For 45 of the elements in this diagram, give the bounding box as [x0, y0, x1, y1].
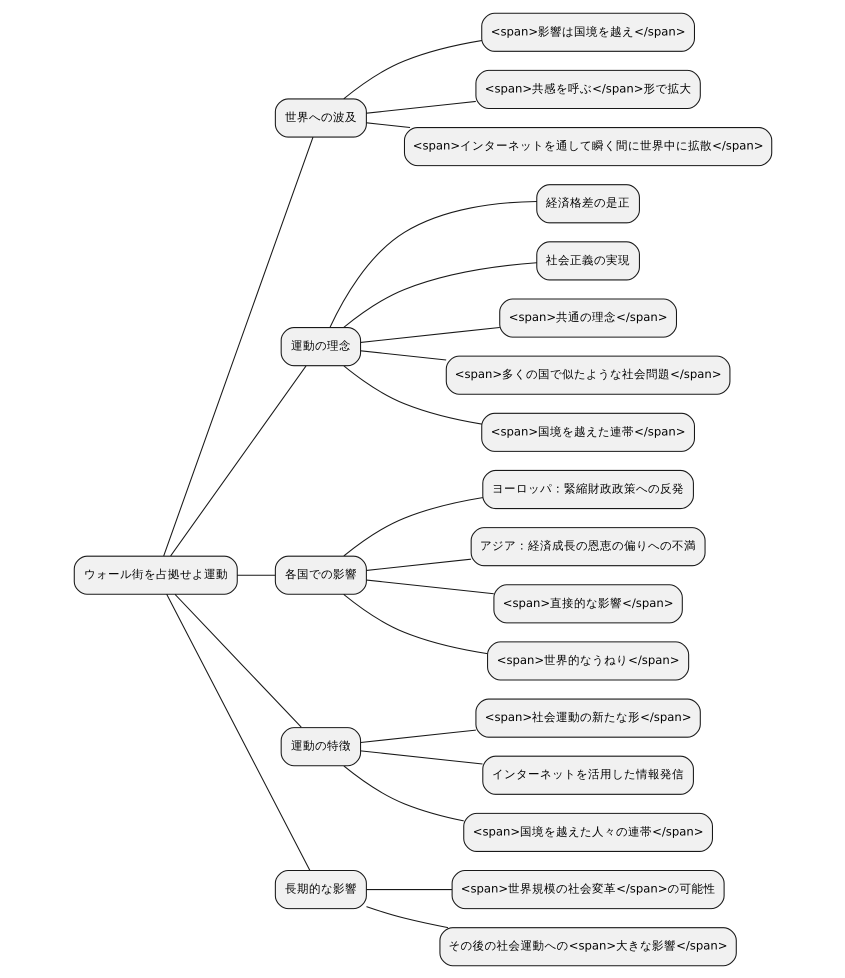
node-box: <span>影響は国境を越え</span>	[480, 12, 694, 52]
node-box: <span>インターネットを通して瞬く間に世界中に拡散</span>	[403, 126, 772, 166]
connector	[236, 574, 275, 576]
connector	[342, 594, 487, 654]
node-box: ヨーロッパ：緊縮財政政策への反発	[482, 469, 694, 509]
connector	[366, 579, 494, 594]
node-box: <span>共感を呼ぶ</span>形で拡大	[474, 69, 700, 109]
connector	[342, 496, 482, 556]
connector	[366, 558, 471, 570]
connector	[342, 364, 482, 424]
connector	[162, 136, 313, 556]
node-box: <span>世界規模の社会変革</span>の可能性	[451, 869, 724, 909]
node-box: 運動の理念	[280, 326, 361, 366]
connector	[360, 750, 482, 764]
connector	[360, 729, 476, 743]
node-box: 世界への波及	[274, 98, 366, 138]
node-box: 各国での影響	[274, 555, 366, 594]
node-box: アジア：経済成長の恩恵の偏りへの不満	[470, 526, 706, 566]
node-box: <span>直接的な影響</span>	[492, 584, 682, 623]
connector	[360, 326, 500, 342]
node-box: <span>多くの国で似たような社会問題</span>	[445, 355, 730, 394]
connector	[166, 594, 310, 870]
connector	[170, 365, 306, 556]
connector	[366, 100, 476, 114]
connector	[342, 765, 464, 821]
node-box: 長期的な影響	[274, 869, 366, 909]
connector	[366, 122, 410, 128]
node-box: <span>共通の理念</span>	[498, 298, 676, 338]
node-box: ウォール街を占拠せよ運動	[73, 555, 238, 594]
connector	[342, 262, 536, 328]
connector	[329, 200, 536, 327]
connector	[366, 906, 448, 928]
node-box: 運動の特徴	[280, 726, 361, 766]
connector	[174, 594, 302, 728]
node-box: <span>国境を越えた人々の連帯</span>	[462, 812, 712, 852]
node-box: <span>社会運動の新たな形</span>	[474, 698, 700, 738]
node-box: 社会正義の実現	[536, 240, 640, 280]
connector	[360, 350, 446, 360]
node-box: 経済格差の是正	[536, 184, 640, 223]
node-box: <span>国境を越えた連帯</span>	[480, 412, 694, 452]
connector	[366, 888, 452, 890]
node-box: その後の社会運動への<span>大きな影響</span>	[438, 926, 736, 966]
node-box: インターネットを活用した情報発信	[482, 755, 694, 794]
connector	[342, 40, 482, 99]
node-box: <span>世界的なうねり</span>	[486, 640, 689, 680]
